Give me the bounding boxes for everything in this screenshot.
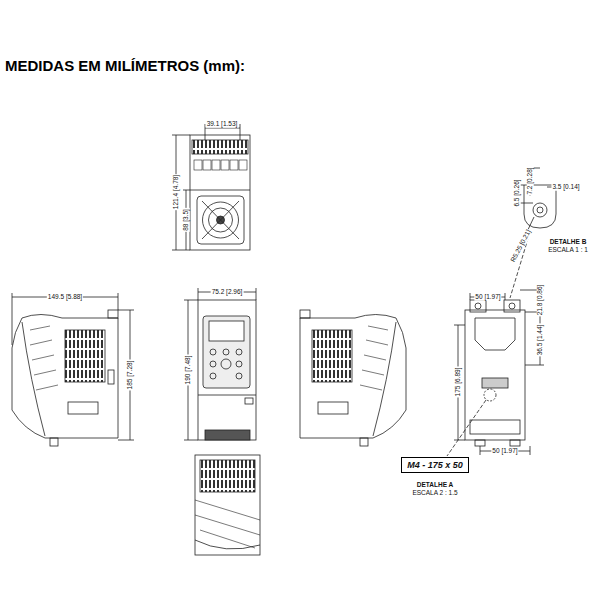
dimension: 175 [6.89]	[455, 367, 462, 398]
page-title: MEDIDAS EM MILÍMETROS (mm):	[5, 57, 245, 74]
dimension: 75.2 [2.96]	[211, 289, 244, 296]
detail-scale: ESCALA 2 : 1.5	[411, 490, 458, 497]
dimension: 88 [3.5]	[183, 208, 190, 232]
dimension: 50 [1.97]	[474, 294, 501, 301]
dimension: 190 [7.48]	[185, 355, 192, 386]
dimension: 39.1 [1.53]	[206, 121, 239, 128]
dimension: 3.5 [0.14]	[551, 184, 580, 191]
thread-spec: M4 - 175 x 50	[407, 460, 463, 470]
detail-title: DETALHE B	[549, 239, 588, 246]
dimension: 21.8 [0.86]	[537, 284, 544, 317]
dimension: 6.5 [0.26]	[514, 178, 521, 207]
dimension: R5.25 [0.21]	[509, 228, 532, 264]
detail-title: DETALHE A	[416, 482, 454, 489]
dimension: 121.4 [4.78]	[173, 174, 180, 210]
dimension: 185 [7.28]	[127, 360, 134, 391]
dimension: 36.5 [1.44]	[537, 324, 544, 357]
dimension: 50 [1.97]	[491, 448, 518, 455]
dimension: 7.2 [0.28]	[527, 166, 534, 195]
detail-scale: ESCALA 1 : 1	[547, 247, 589, 254]
dimension: 149.5 [5.88]	[47, 294, 83, 301]
detail-box: M4 - 175 x 50	[401, 457, 469, 473]
